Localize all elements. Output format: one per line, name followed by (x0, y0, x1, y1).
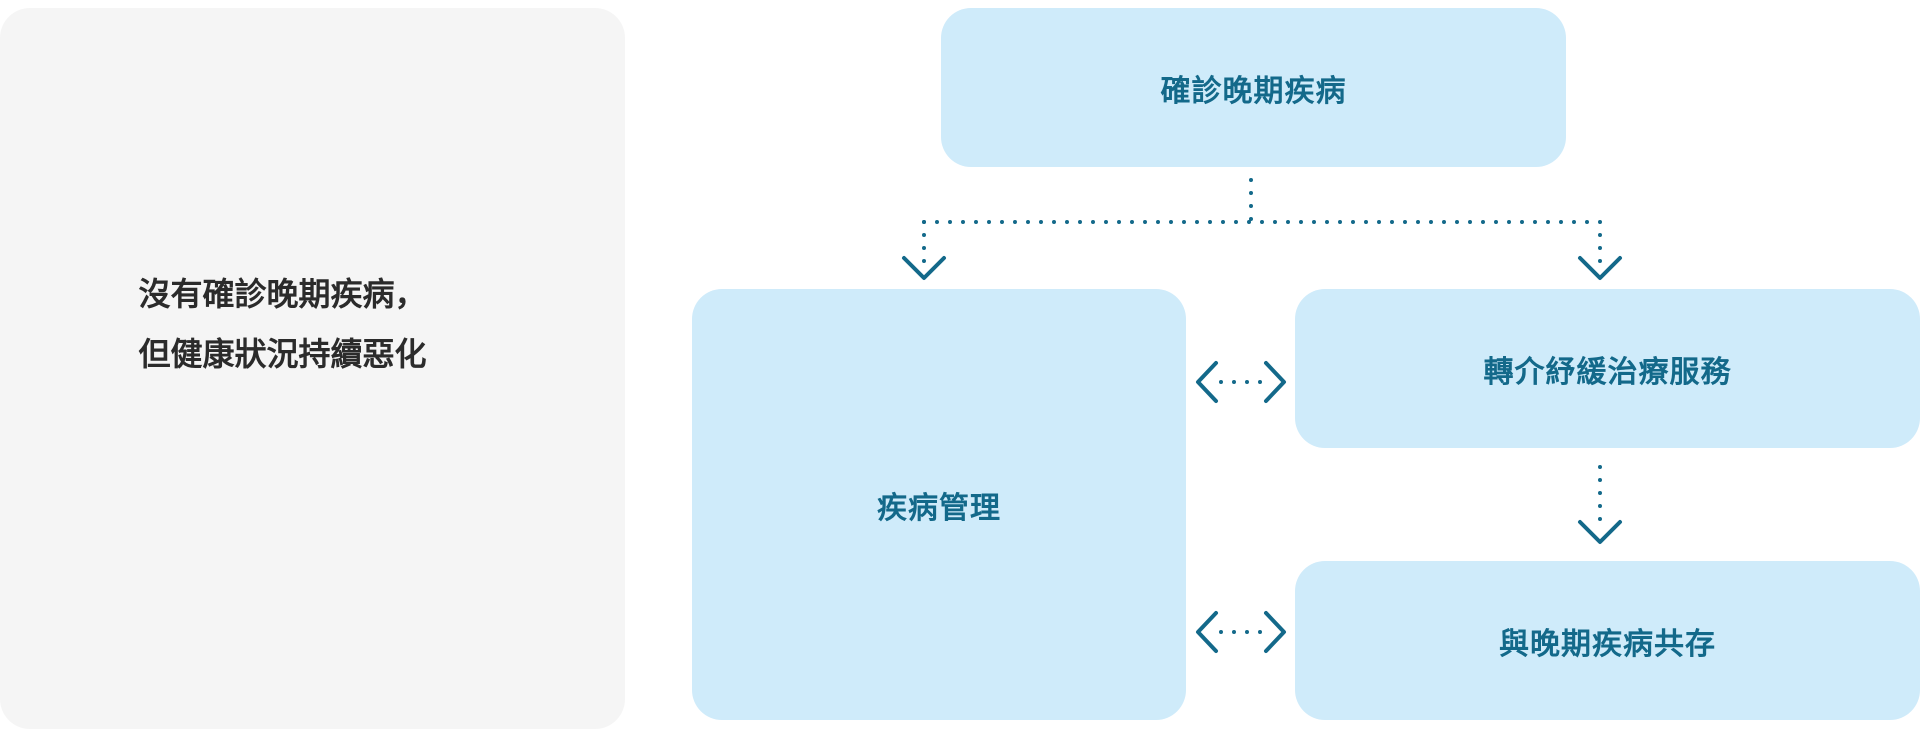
arrow-right-referral (1264, 361, 1286, 403)
management-label: 疾病管理 (877, 490, 1001, 526)
management-node: 疾病管理 (692, 289, 1186, 720)
condition-panel: 沒有確診晚期疾病， 但健康狀況持續惡化 (0, 8, 625, 729)
arrow-down-coexist (1578, 520, 1622, 544)
arrow-left-referral (1196, 361, 1218, 403)
arrow-down-referral (1578, 256, 1622, 280)
coexist-node: 與晚期疾病共存 (1295, 561, 1920, 720)
condition-line-1: 沒有確診晚期疾病， (138, 274, 427, 313)
coexist-label: 與晚期疾病共存 (1499, 626, 1716, 662)
condition-text: 沒有確診晚期疾病， 但健康狀況持續惡化 (138, 264, 426, 384)
referral-label: 轉介紓緩治療服務 (1483, 354, 1732, 390)
condition-line-2: 但健康狀況持續惡化 (138, 334, 427, 373)
referral-node: 轉介紓緩治療服務 (1295, 289, 1920, 448)
diagnosed-node: 確診晚期疾病 (941, 8, 1566, 167)
arrow-left-coexist (1196, 611, 1218, 653)
diagnosed-label: 確診晚期疾病 (1160, 73, 1347, 109)
arrow-right-coexist (1264, 611, 1286, 653)
arrow-down-management (902, 256, 946, 280)
